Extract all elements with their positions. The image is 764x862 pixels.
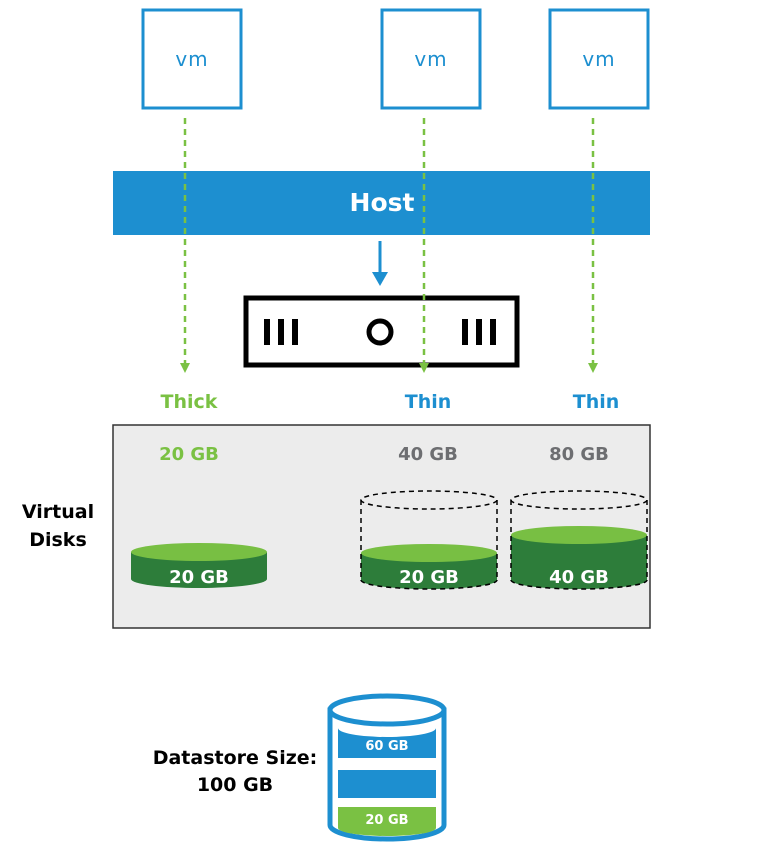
host-to-storage-arrow [372, 241, 388, 286]
thin-disk-1: 20 GB [360, 490, 498, 590]
thin-type-label-2: Thin [573, 391, 620, 413]
vm-label: vm [582, 47, 615, 71]
vm-box-3: vm [548, 8, 650, 110]
thick-type-label: Thick [161, 391, 218, 413]
thin-disk-2: 40 GB [510, 490, 648, 590]
thick-allocated-label: 20 GB [159, 444, 219, 465]
storage-array-icon [243, 295, 520, 368]
host-bar: Host [113, 171, 650, 235]
datastore-size-label-line2: 100 GB [197, 774, 273, 796]
datastore-size-label-line1: Datastore Size: [153, 747, 318, 769]
thin-disk-1-used-label: 20 GB [399, 567, 459, 588]
thin-disk-2-used-label: 40 GB [549, 567, 609, 588]
vm-box-1: vm [141, 8, 243, 110]
vm-box-2: vm [380, 8, 482, 110]
thick-disk-used-label: 20 GB [169, 567, 229, 588]
datastore-free-label: 60 GB [365, 739, 408, 754]
vm-connection-arrows [180, 118, 598, 373]
thin-allocated-label-2: 80 GB [549, 444, 609, 465]
thick-disk: 20 GB [131, 543, 267, 588]
thin-type-label-1: Thin [405, 391, 452, 413]
datastore-database-icon: 60 GB 20 GB [327, 693, 447, 842]
vm-label: vm [414, 47, 447, 71]
datastore-thick-label: 20 GB [365, 813, 408, 828]
host-label: Host [350, 188, 415, 217]
thin-allocated-label-1: 40 GB [398, 444, 458, 465]
virtual-disks-label-line2: Disks [29, 529, 87, 551]
virtual-disks-label-line1: Virtual [22, 501, 94, 523]
vm-label: vm [175, 47, 208, 71]
